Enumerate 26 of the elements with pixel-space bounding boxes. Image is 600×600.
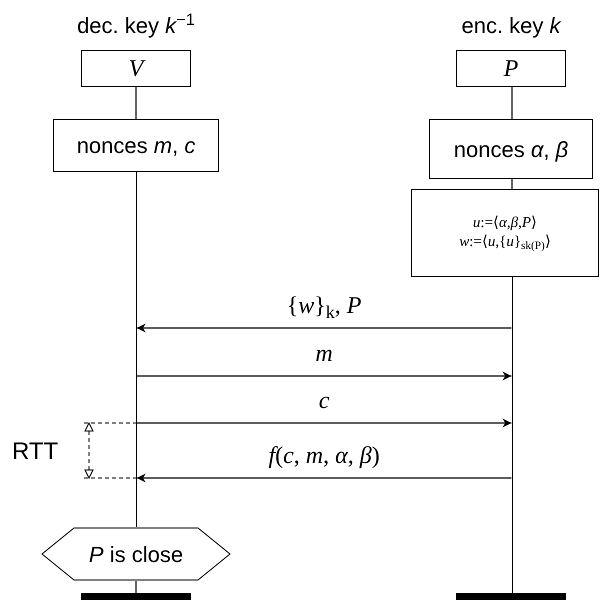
lifeline [511,87,513,119]
lifeline-end-bar [81,593,191,600]
lifeline [135,581,137,593]
message-arrow [136,324,512,332]
node-text: P [504,56,518,80]
lifeline-end-bar [456,593,566,600]
node-text: nonces α, β [454,136,568,164]
role-label: enc. key k [461,12,561,40]
message-arrow [136,372,512,380]
action-box [53,119,219,172]
message-arrow [136,418,512,428]
message-arrow [136,474,512,482]
computation-box [411,189,599,277]
lifeline [511,179,513,189]
condition-hexagon [41,527,231,581]
role-label: dec. key k$^{−1}$ [77,10,195,40]
lifeline [135,87,137,119]
action-box [429,119,593,179]
lifeline [136,172,137,527]
formula-text: w:=⟨u,{u}$_{sk(P)}$⟩ [459,233,551,252]
lifeline [512,277,513,593]
formula-text: u:=⟨α,β,P⟩ [472,214,538,233]
rtt-label: RTT [12,440,58,464]
node-text: P is close [88,540,184,568]
node-text: V [128,56,144,80]
node-text: nonces m, c [76,132,196,160]
